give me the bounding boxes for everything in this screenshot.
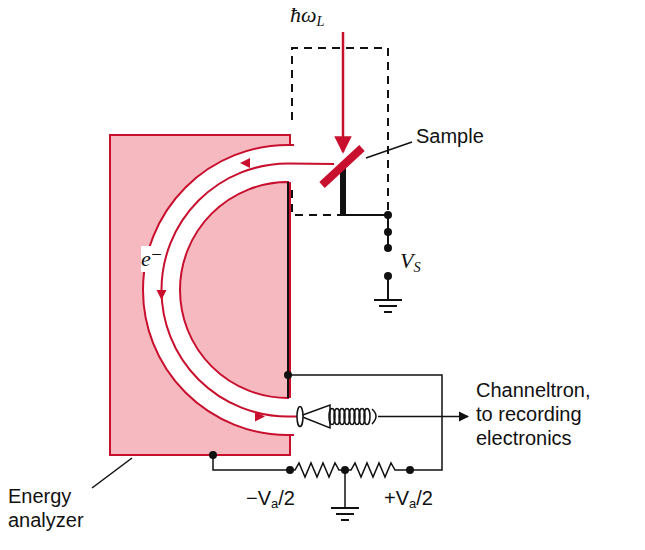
sample xyxy=(322,148,362,185)
trajectory-arrow xyxy=(157,290,167,300)
wire xyxy=(387,276,389,300)
channeltron-cone xyxy=(300,405,330,428)
label: VS xyxy=(400,248,421,274)
wire xyxy=(343,214,388,216)
label: Energy analyzer xyxy=(8,484,100,532)
terminal xyxy=(384,228,392,236)
electron-trajectory xyxy=(162,164,334,417)
trajectory-arrow xyxy=(255,412,265,422)
leader-line xyxy=(92,458,132,488)
outer-hemisphere xyxy=(143,145,294,435)
label: +Va/2 xyxy=(384,486,433,510)
wire xyxy=(344,470,346,508)
analyzer-channel xyxy=(143,145,292,435)
channeltron-mouth xyxy=(297,407,303,427)
trajectory-arrow xyxy=(240,158,250,168)
laser-beam xyxy=(342,32,345,152)
ground-symbol xyxy=(374,300,402,312)
ground-symbol xyxy=(331,508,359,520)
label: Channeltron, to recording electronics xyxy=(476,378,604,450)
channeltron-coil xyxy=(329,409,376,425)
terminal xyxy=(286,466,294,474)
label: Sample xyxy=(416,124,484,148)
terminal xyxy=(406,466,414,474)
label: e⁻ xyxy=(141,246,162,272)
terminal xyxy=(384,244,392,252)
label: −Va/2 xyxy=(246,486,295,510)
leader-line xyxy=(366,142,412,158)
inner-hemisphere-edge xyxy=(287,182,289,398)
label: ħωL xyxy=(290,2,325,28)
inner-hemisphere xyxy=(180,182,288,398)
wire xyxy=(213,455,290,470)
sample-holder xyxy=(340,168,346,215)
resistor-symbol xyxy=(290,463,410,477)
signal-arrow xyxy=(378,416,468,418)
wire xyxy=(288,375,442,470)
terminal xyxy=(384,211,392,219)
vacuum-chamber xyxy=(292,48,388,215)
